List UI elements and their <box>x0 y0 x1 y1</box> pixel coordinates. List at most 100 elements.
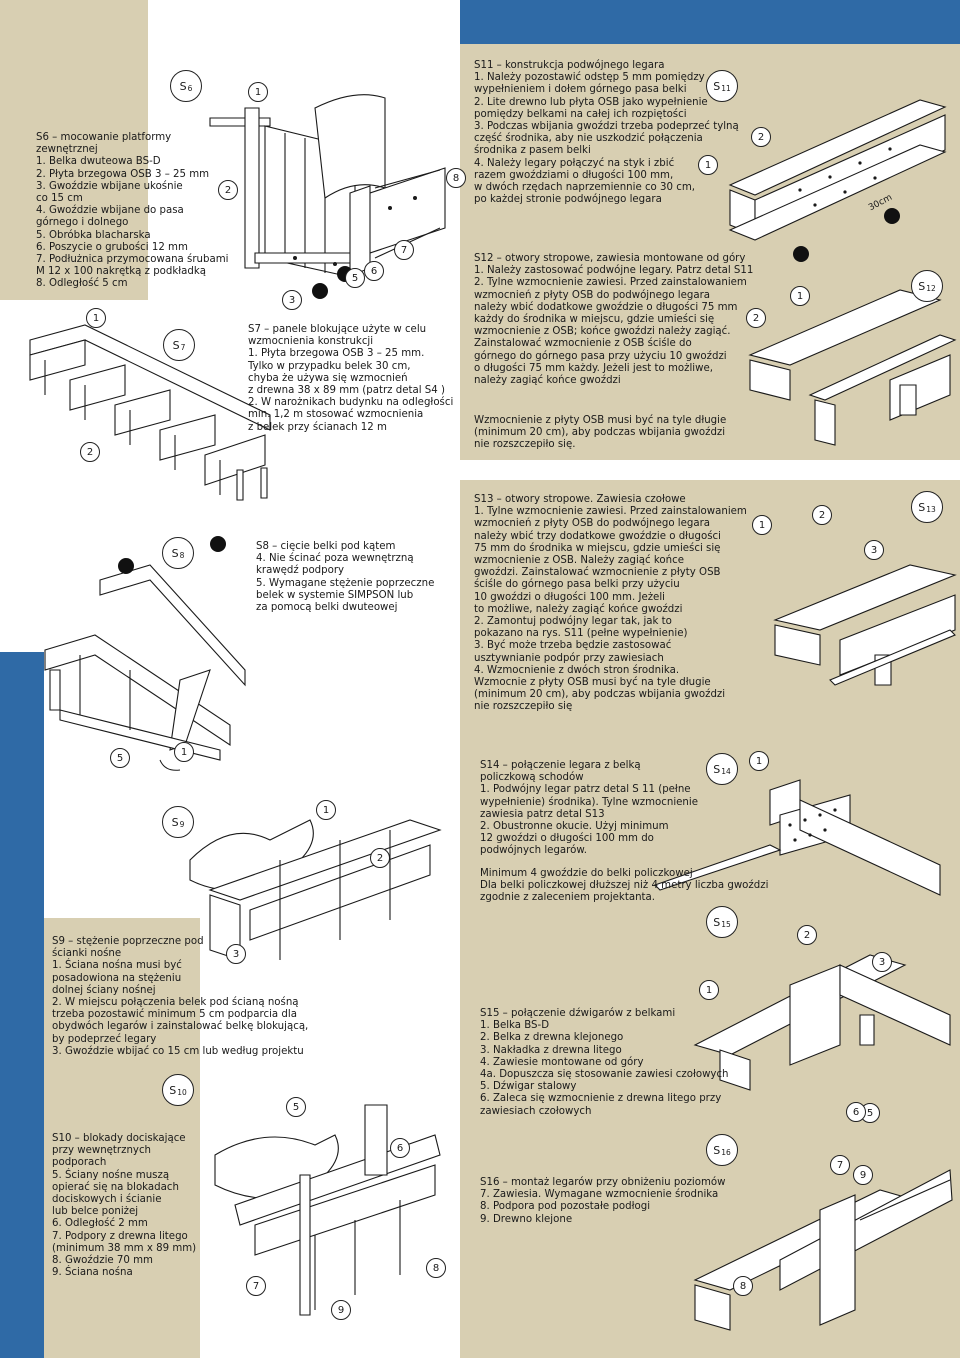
s9-line: obydwóch legarów i zainstalować belkę bl… <box>52 1021 309 1033</box>
s10-line: 9. Ściana nośna <box>52 1267 133 1279</box>
s11-line: 1. Należy pozostawić odstęp 5 mm pomiędz… <box>474 72 705 84</box>
callout-7: 7 <box>830 1155 850 1175</box>
s13-line: S13 – otwory stropowe. Zawiesia czołowe <box>474 494 686 505</box>
s11-line: po każdej stronie podwójnego legara <box>474 194 662 206</box>
s10-line: podporach <box>52 1157 107 1169</box>
s13-line: 10 gwoździ o długości 100 mm. Jeżeli <box>474 591 665 603</box>
s12-note: Wzmocnienie z płyty OSB musi być na tyle… <box>474 415 734 452</box>
s10-line: 8. Gwoździe 70 mm <box>52 1255 153 1267</box>
callout-6: 6 <box>846 1102 866 1122</box>
callout-1: 1 <box>699 980 719 1000</box>
callout-2: 2 <box>746 308 766 328</box>
s14-illustration <box>650 775 950 915</box>
s11-line: 3. Podczas wbijania gwoździ trzeba podep… <box>474 121 739 133</box>
s6-line: 2. Płyta brzegowa OSB 3 – 25 mm <box>36 168 210 180</box>
callout-2: 2 <box>812 505 832 525</box>
s16-text: S16 – montaż legarów przy obniżeniu pozi… <box>480 1177 740 1226</box>
s6-text: S6 – mocowanie platformy zewnętrznej 1. … <box>36 132 228 291</box>
s12-line: każdy do środnika w miejscu, gdzie umieś… <box>474 314 715 326</box>
s13-line: wzmocnienie z OSB. Należy zagiąć końce <box>474 555 684 567</box>
s9-line: 1. Ściana nośna musi być <box>52 960 182 972</box>
s8-marker-dot <box>118 558 134 574</box>
s13-line: należy wbić trzy dodatkowe gwoździe o dł… <box>474 530 721 542</box>
s10-line: lub belce poniżej <box>52 1206 139 1218</box>
s9-illustration <box>150 800 450 970</box>
s16-illustration <box>690 1150 955 1340</box>
s13-line: 4. Wzmocnienie z dwóch stron środnika. <box>474 664 680 676</box>
s12-line: 1. Należy zastosować podwójne legary. Pa… <box>474 265 754 277</box>
s15-line: 3. Nakładka z drewna litego <box>480 1044 622 1056</box>
s14-note: Minimum 4 gwoździe do belki policzkowej … <box>480 868 780 905</box>
s11-marker-dot <box>884 208 900 224</box>
s15-line: 1. Belka BS-D <box>480 1020 550 1032</box>
s10-line: (minimum 38 mm x 89 mm) <box>52 1242 197 1254</box>
callout-1: 1 <box>749 751 769 771</box>
s10-line: dociskowych i ścianie <box>52 1194 162 1206</box>
s13-line: pokazano na rys. S11 (pełne wypełnienie) <box>474 628 688 640</box>
s7-line: chyba że używa się wzmocnień <box>248 372 408 384</box>
s7-illustration <box>25 320 275 500</box>
s9-line: 3. Gwoździe wbijać co 15 cm lub według p… <box>52 1045 304 1057</box>
s14-note-line: zgodnie z zaleceniem projektanta. <box>480 892 655 904</box>
s10-line: 6. Odległość 2 mm <box>52 1218 148 1230</box>
s14-text: S14 – połączenie legara z belką policzko… <box>480 760 730 858</box>
s8-line: S8 – cięcie belki pod kątem <box>256 541 396 552</box>
s10-line: opierać się na blokadach <box>52 1181 179 1193</box>
s11-marker-dot <box>793 246 809 262</box>
s8-line: za pomocą belki dwuteowej <box>256 602 398 614</box>
s10-line: S10 – blokady dociskające <box>52 1133 186 1144</box>
s12-note-line: (minimum 20 cm), aby podczas wbijania gw… <box>474 427 726 439</box>
s9-line: ścianki nośne <box>52 948 122 960</box>
s8-line: 5. Wymagane stężenie poprzeczne <box>256 577 435 589</box>
s11-line: w dwóch rzędach naprzemiennie co 30 cm, <box>474 182 695 194</box>
s11-line: razem gwoździami o długości 100 mm, <box>474 169 674 181</box>
s6-line: M 12 x 100 nakrętką z podkładką <box>36 266 207 278</box>
beige-panel-top-left <box>0 0 148 300</box>
s11-illustration <box>720 95 950 265</box>
s6-line: S6 – mocowanie platformy <box>36 132 172 143</box>
callout-9: 9 <box>331 1300 351 1320</box>
blue-header-bar <box>460 0 960 44</box>
callout-6: 6 <box>390 1138 410 1158</box>
callout-7: 7 <box>246 1276 266 1296</box>
s7-line: z belek przy ścianach 12 m <box>248 421 387 433</box>
s9-line: 2. W miejscu połączenia belek pod ścianą… <box>52 997 299 1009</box>
s12-line: S12 – otwory stropowe, zawiesia montowan… <box>474 253 746 264</box>
s10-line: 5. Ściany nośne muszą <box>52 1169 170 1181</box>
s6-marker-dot <box>312 283 328 299</box>
s13-illustration <box>770 560 960 730</box>
callout-3: 3 <box>864 540 884 560</box>
s8-line: belek w systemie SIMPSON lub <box>256 589 414 601</box>
s12-line: wzmocnienie z OSB; końce gwoździ należy … <box>474 326 731 338</box>
callout-8: 8 <box>426 1258 446 1278</box>
s12-line: wzmocnień z płyty OSB do podwójnego lega… <box>474 289 711 301</box>
s7-line: S7 – panele blokujące użyte w celu <box>248 324 427 335</box>
callout-3: 3 <box>226 944 246 964</box>
s15-line: S15 – połączenie dźwigarów z belkami <box>480 1008 676 1019</box>
s15-illustration <box>690 935 955 1095</box>
s8-marker-dot <box>210 536 226 552</box>
callout-1: 1 <box>174 742 194 762</box>
callout-8: 8 <box>446 168 466 188</box>
s15-line: zawiesiach czołowych <box>480 1105 592 1117</box>
s14-line: zawiesia patrz detal S13 <box>480 808 605 820</box>
beige-panel-top-right <box>460 44 960 460</box>
s11-line: 2. Lite drewno lub płyta OSB jako wypełn… <box>474 96 708 108</box>
callout-1: 1 <box>248 82 268 102</box>
s12-note-line: Wzmocnienie z płyty OSB musi być na tyle… <box>474 415 727 426</box>
callout-5: 5 <box>286 1097 306 1117</box>
s13-line: 1. Tylne wzmocnienie zawiesi. Przed zain… <box>474 506 747 518</box>
s16-line: 9. Drewno klejone <box>480 1213 573 1225</box>
s13-line: (minimum 20 cm), aby podczas wbijania gw… <box>474 689 726 701</box>
s13-line: Wzmocnie z płyty OSB musi być na tyle dł… <box>474 677 711 689</box>
s16-line: 8. Podpora pod pozostałe podłogi <box>480 1201 651 1213</box>
